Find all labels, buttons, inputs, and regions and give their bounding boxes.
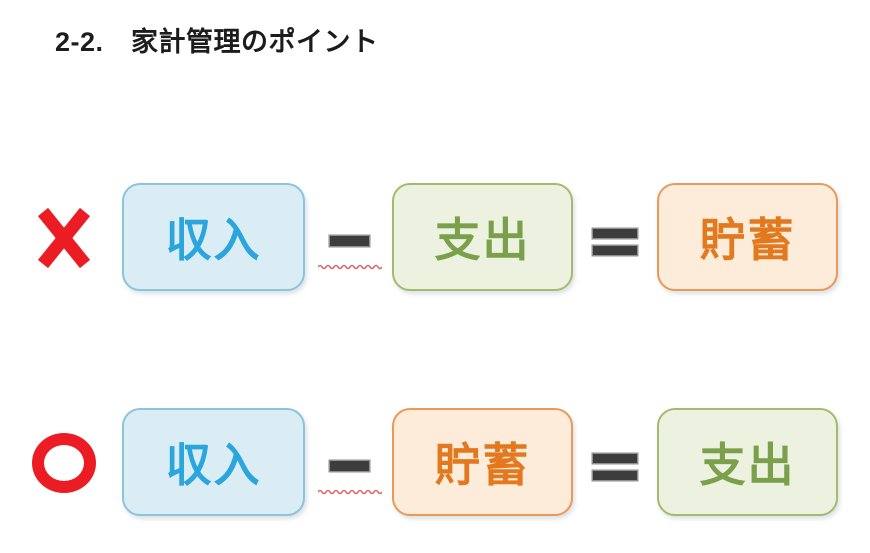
- equals-operator: [593, 408, 637, 518]
- term-label: 支出: [699, 439, 796, 491]
- minus-bar: [330, 461, 369, 471]
- equals-operator: [593, 183, 637, 293]
- term-box-savings: 貯蓄: [392, 408, 573, 516]
- term-box-expenses: 支出: [392, 183, 573, 291]
- minus-operator: [318, 183, 382, 293]
- term-label: 収入: [165, 214, 262, 266]
- red-squiggle-underline-icon: [318, 264, 382, 270]
- equals-bar: [593, 246, 637, 255]
- term-box-income: 収入: [122, 408, 305, 516]
- term-box-expenses: 支出: [657, 408, 838, 516]
- equation-row-correct: 収入 貯蓄 支出: [0, 408, 870, 518]
- equals-bar: [593, 229, 637, 238]
- red-squiggle-underline-icon: [318, 489, 382, 495]
- equals-bar: [593, 471, 637, 480]
- equation-row-wrong: 収入 支出 貯蓄: [0, 183, 870, 293]
- term-label: 支出: [434, 214, 531, 266]
- cross-mark-icon: [28, 183, 100, 293]
- page-title: 2-2. 家計管理のポイント: [55, 27, 379, 57]
- circle-ring: [32, 433, 96, 493]
- minus-bar: [330, 236, 369, 246]
- minus-operator: [318, 408, 382, 518]
- term-label: 収入: [165, 439, 262, 491]
- circle-mark-icon: [28, 408, 100, 518]
- term-label: 貯蓄: [434, 439, 531, 491]
- equals-bar: [593, 454, 637, 463]
- term-box-savings: 貯蓄: [657, 183, 838, 291]
- term-label: 貯蓄: [699, 214, 796, 266]
- cross-mark-svg: [37, 207, 91, 269]
- term-box-income: 収入: [122, 183, 305, 291]
